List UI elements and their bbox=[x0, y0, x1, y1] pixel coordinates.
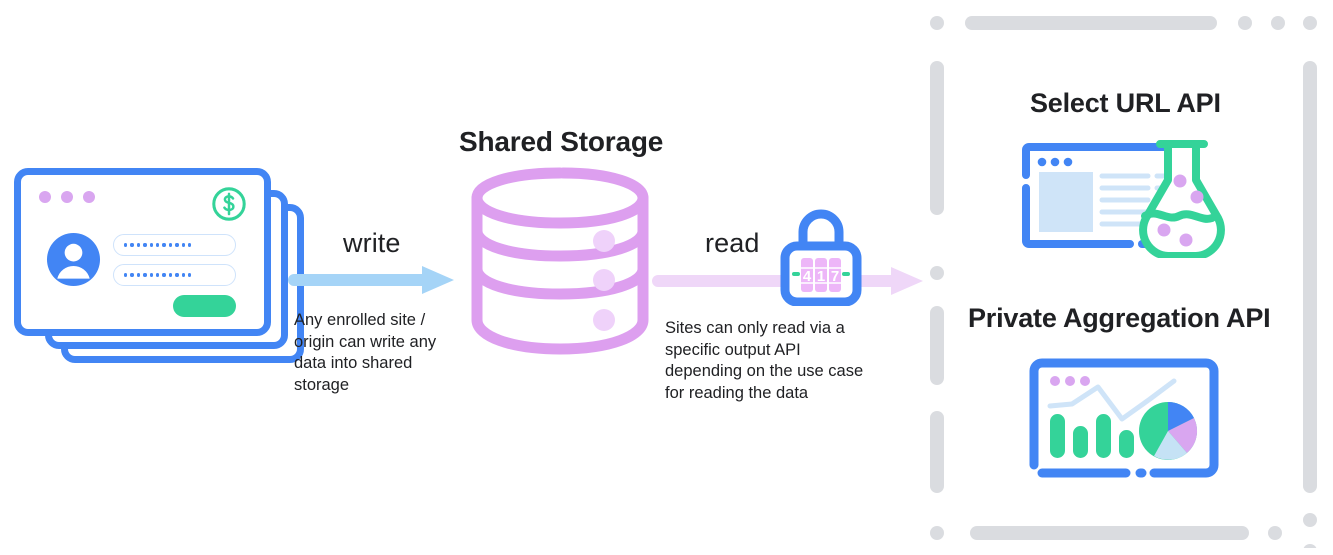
masked-char bbox=[124, 243, 128, 247]
read-caption: Sites can only read via a specific outpu… bbox=[665, 319, 864, 402]
masked-char bbox=[155, 273, 160, 277]
browser-window-stack bbox=[14, 168, 304, 363]
masked-char bbox=[130, 243, 134, 247]
database-cylinder-icon bbox=[465, 165, 655, 360]
private-aggregation-api-title: Private Aggregation API bbox=[968, 303, 1271, 333]
masked-char bbox=[136, 243, 141, 247]
svg-text:4: 4 bbox=[803, 268, 812, 285]
masked-char bbox=[124, 273, 128, 277]
user-avatar-icon bbox=[46, 232, 101, 287]
masked-char bbox=[162, 243, 166, 247]
masked-char bbox=[143, 243, 147, 247]
output-api-panel bbox=[920, 8, 1320, 548]
password-field-1[interactable] bbox=[113, 234, 236, 256]
masked-char bbox=[136, 273, 141, 277]
combination-padlock-icon: 4 1 7 bbox=[779, 202, 863, 307]
masked-char bbox=[181, 273, 185, 277]
svg-text:1: 1 bbox=[817, 268, 825, 285]
masked-char bbox=[187, 273, 192, 277]
write-caption: Any enrolled site / origin can write any… bbox=[294, 311, 437, 394]
analytics-dashboard-icon bbox=[1028, 357, 1220, 481]
masked-char bbox=[168, 243, 173, 247]
submit-button[interactable] bbox=[173, 295, 236, 317]
read-label: read bbox=[705, 228, 760, 258]
masked-char bbox=[175, 273, 179, 277]
window-dot-icon bbox=[39, 191, 51, 203]
browser-window-with-flask-icon bbox=[1012, 136, 1234, 260]
select-url-api-title: Select URL API bbox=[1030, 88, 1221, 118]
masked-char bbox=[149, 273, 153, 277]
masked-char bbox=[168, 273, 173, 277]
masked-char bbox=[143, 273, 147, 277]
masked-char bbox=[181, 243, 185, 247]
masked-char bbox=[162, 273, 166, 277]
masked-char bbox=[149, 243, 153, 247]
masked-char bbox=[175, 243, 179, 247]
password-field-2[interactable] bbox=[113, 264, 236, 286]
svg-text:7: 7 bbox=[831, 268, 839, 285]
browser-window-card-front bbox=[14, 168, 271, 336]
write-label: write bbox=[343, 228, 401, 258]
masked-char bbox=[155, 243, 160, 247]
write-arrow-icon bbox=[288, 264, 460, 296]
masked-char bbox=[187, 243, 192, 247]
shared-storage-title: Shared Storage bbox=[459, 126, 664, 157]
window-control-dots bbox=[39, 191, 95, 203]
window-dot-icon bbox=[61, 191, 73, 203]
masked-char bbox=[130, 273, 134, 277]
dollar-circle-icon bbox=[210, 185, 248, 223]
window-dot-icon bbox=[83, 191, 95, 203]
